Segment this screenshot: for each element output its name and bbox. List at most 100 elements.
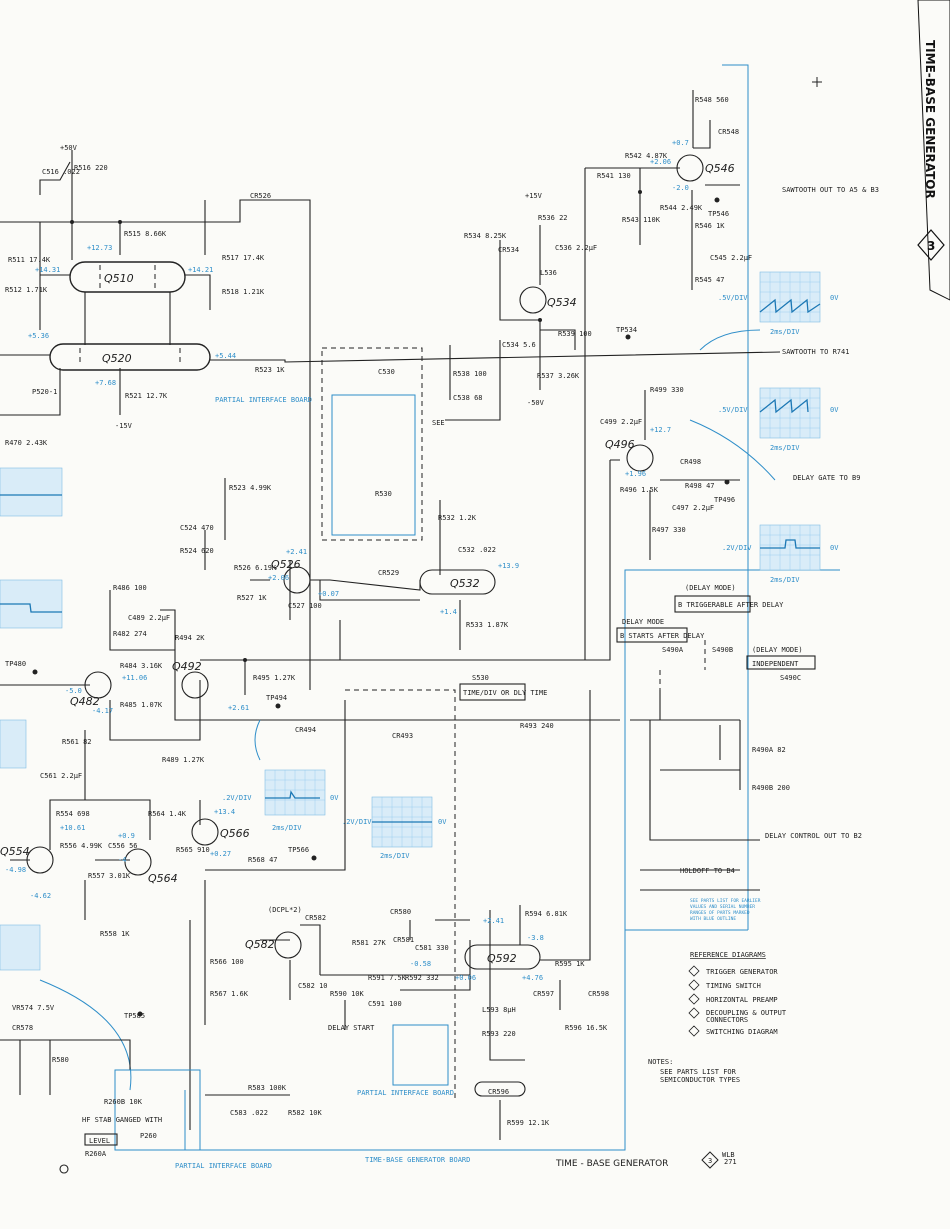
s530-link — [345, 689, 456, 1100]
q510-symbol — [69, 261, 186, 293]
voltage-minus38: -3.8 — [527, 934, 544, 942]
wire-q532 — [310, 500, 441, 591]
scope-plot-left — [0, 467, 63, 971]
ref-item-4b: CONNECTORS — [706, 1016, 748, 1024]
wire-q510-emitters — [40, 274, 211, 310]
serial-note-1: SEE PARTS LIST FOR EARLIER — [690, 898, 761, 904]
label-r511: R511 17.4K — [8, 256, 51, 264]
label-r534: R534 8.25K — [464, 232, 507, 240]
corner-mark — [59, 1164, 69, 1174]
label-r526: R526 6.19K — [234, 564, 277, 572]
label-r470: R470 2.43K — [5, 439, 48, 447]
q592-label: Q592 — [487, 952, 517, 965]
label-r532: R532 1.2K — [438, 514, 477, 522]
label-r548: R548 560 — [695, 96, 729, 104]
s530-title: S530 — [472, 674, 489, 682]
label-l536: L536 — [540, 269, 557, 277]
label-r545: R545 47 — [695, 276, 725, 284]
label-r533: R533 1.87K — [466, 621, 509, 629]
supply-15v: +15V — [525, 192, 543, 200]
scope-plot-s3 — [759, 524, 821, 571]
ref-diagrams-header: REFERENCE DIAGRAMS — [690, 951, 766, 959]
label-c530: C530 — [378, 368, 395, 376]
s530-box — [459, 683, 526, 701]
label-c556: C556 56 — [108, 842, 138, 850]
q526-label: Q526 — [271, 558, 301, 571]
voltage-544: +5.44 — [215, 352, 236, 360]
label-r523b: R523 4.99K — [229, 484, 272, 492]
voltage-1431: +14.31 — [35, 266, 60, 274]
delay-mode-header: (DELAY MODE) — [685, 584, 736, 592]
voltage-006: +0.06 — [455, 974, 476, 982]
label-c489: C489 2.2µF — [128, 614, 170, 622]
label-r493: R493 240 — [520, 722, 554, 730]
scope-s2-vdiv: .5V/DIV — [718, 406, 748, 414]
wire-q554 — [49, 730, 151, 850]
testpoint-tp566: TP566 — [288, 846, 309, 854]
q564-label: Q564 — [148, 872, 178, 885]
voltage-09: +0.9 — [118, 832, 135, 840]
label-c527: C527 100 — [288, 602, 322, 610]
label-r530: R530 — [375, 490, 392, 498]
label-r561: R561 82 — [62, 738, 92, 746]
label-r580: R580 — [52, 1056, 69, 1064]
label-r521: R521 12.7K — [125, 392, 168, 400]
label-r596: R596 16.5K — [565, 1024, 608, 1032]
ref-item-4: DECOUPLING & OUTPUT — [706, 1009, 787, 1017]
voltage-196: +1.96 — [625, 470, 646, 478]
label-r499: R499 330 — [650, 386, 684, 394]
level-box — [84, 1133, 118, 1146]
wire-q510-top — [71, 200, 206, 260]
voltage-minus462: -4.62 — [30, 892, 51, 900]
notes-line1: SEE PARTS LIST FOR — [660, 1068, 737, 1076]
scope-s1-hdiv: 2ms/DIV — [770, 328, 800, 336]
scope-s5-ref: 0V — [438, 818, 447, 826]
scope-leaders — [254, 329, 776, 761]
s490-links — [659, 640, 706, 700]
serial-note-4: WITH BLUE OUTLINE — [690, 916, 736, 922]
b-triggerable-box — [674, 595, 751, 613]
title-block-text: TIME - BASE GENERATOR — [555, 1159, 668, 1169]
supply-minus50v: -50V — [527, 399, 545, 407]
label-r593: R593 220 — [482, 1030, 516, 1038]
q510-label: Q510 — [104, 272, 134, 285]
title-block-mark-bottom: 271 — [724, 1158, 737, 1166]
connector-holdoff: HOLDOFF TO B4 — [680, 867, 735, 875]
label-r516: R516 220 — [74, 164, 108, 172]
voltage-minus058: -0.58 — [410, 960, 431, 968]
label-r260b: R260B 10K — [104, 1098, 143, 1106]
wire-q496 — [200, 390, 646, 661]
hf-stab-label: HF STAB GANGED WITH — [82, 1116, 162, 1124]
see-label: SEE — [432, 419, 445, 427]
testpoint-tp494: TP494 — [266, 694, 287, 702]
q546-label: Q546 — [705, 162, 735, 175]
testpoint-tp534: TP534 — [616, 326, 637, 334]
label-c534: C534 5.6 — [502, 341, 536, 349]
q520-symbol — [49, 343, 211, 371]
scope-plot-s4 — [264, 769, 326, 816]
delay-mode-left: DELAY MODE — [622, 618, 664, 626]
ref-item-1: TRIGGER GENERATOR — [706, 968, 778, 976]
label-r524: R524 620 — [180, 547, 214, 555]
scope-plot-s5 — [371, 796, 433, 848]
serial-note-2: VALUES AND SERIAL NUMBER — [690, 904, 755, 910]
label-r591: R591 7.5K — [368, 974, 407, 982]
partial-interface-label-2: PARTIAL INTERFACE BOARD — [357, 1089, 454, 1097]
ref-item-5: SWITCHING DIAGRAM — [706, 1028, 778, 1036]
connector-p260: P260 — [140, 1132, 157, 1140]
label-r556: R556 4.99K — [60, 842, 103, 850]
r260a-label: R260A — [85, 1150, 107, 1158]
voltage-134: +13.4 — [214, 808, 235, 816]
partial-interface-box-2 — [392, 1024, 449, 1086]
label-r495: R495 1.27K — [253, 674, 296, 682]
ref-item-3: HORIZONTAL PREAMP — [706, 996, 778, 1004]
testpoint-tp585: TP585 — [124, 1012, 145, 1020]
partial-interface-label-1: PARTIAL INTERFACE BOARD — [215, 396, 312, 404]
label-r568: R568 47 — [248, 856, 278, 864]
label-r517: R517 17.4K — [222, 254, 265, 262]
label-c536: C536 2.2µF — [555, 244, 597, 252]
label-r542: R542 4.87K — [625, 152, 668, 160]
connector-delay-gate: DELAY GATE TO B9 — [793, 474, 860, 482]
label-c591: C591 100 — [368, 1000, 402, 1008]
